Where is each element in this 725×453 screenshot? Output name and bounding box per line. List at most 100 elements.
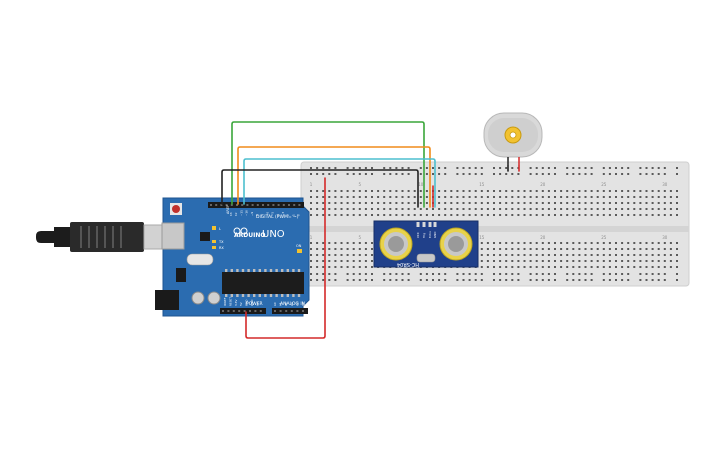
power-pin-label: GND [250, 300, 254, 306]
rx-label: RX [219, 246, 224, 250]
led-rx [212, 246, 216, 249]
breadboard[interactable]: 115510101515202025253030 [300, 161, 690, 287]
power-pin-label: Vin [255, 301, 259, 306]
sensor-crystal [416, 253, 436, 263]
power-header[interactable] [220, 308, 266, 314]
digital-pin-label: 13 [229, 212, 233, 216]
power-pin-label: 5V [239, 302, 243, 306]
small-chip-icon [200, 232, 210, 241]
led-on [297, 249, 302, 253]
analog-pin-label: A1 [279, 302, 283, 306]
power-pin-label: RESET [228, 297, 232, 306]
sensor-model: HC-SR04 [397, 261, 419, 267]
arduino-logo-icon-right [240, 227, 248, 235]
dc-motor[interactable] [483, 112, 543, 166]
sensor-pin[interactable] [422, 222, 426, 227]
column-number-bottom: 25 [601, 235, 607, 240]
analog-label: ANALOG IN [280, 301, 305, 307]
power-pin-label: IOREF [223, 297, 227, 306]
column-number-top: 10 [418, 182, 424, 187]
column-number-bottom: 30 [662, 235, 668, 240]
digital-pin-label: 8 [255, 214, 259, 216]
digital-pin-label: ~9 [250, 212, 254, 216]
digital-pin-label: ~6 [265, 212, 269, 216]
wire-black-gnd[interactable] [221, 169, 419, 208]
arduino-logo-icon [233, 227, 241, 235]
digital-pin-label: 1 [291, 214, 295, 216]
l-label: L [219, 227, 221, 231]
usb-plug-connector [143, 224, 165, 250]
digital-header[interactable] [208, 202, 304, 208]
wire-red-5v[interactable] [245, 177, 326, 339]
analog-pin-label: A5 [301, 302, 305, 306]
digital-pin-label: 7 [260, 214, 264, 216]
usb-cable-strain-relief [54, 227, 70, 247]
sensor-pin[interactable] [433, 222, 437, 227]
wire-cyan[interactable] [243, 158, 436, 208]
column-number-top: 20 [540, 182, 546, 187]
led-l [212, 226, 216, 230]
sensor-pin[interactable] [428, 222, 432, 227]
arduino-brand: ARDUINO [234, 232, 265, 239]
column-number-top: 25 [601, 182, 607, 187]
sensor-pin-label: Trig [422, 233, 426, 239]
digital-pin-label: ~10 [245, 210, 249, 216]
column-number-top: 1 [310, 182, 313, 187]
crystal-oscillator [186, 253, 214, 266]
column-number-top: 30 [662, 182, 668, 187]
column-number-bottom: 1 [310, 235, 313, 240]
breadboard-center-channel [301, 226, 689, 232]
atmega-chip-pins [225, 269, 301, 297]
reset-button[interactable] [172, 205, 180, 213]
digital-label: DIGITAL (PWM= ~) [256, 214, 299, 220]
analog-pin-label: A3 [290, 302, 294, 306]
dc-power-jack[interactable] [155, 290, 179, 310]
power-label: POWER [246, 301, 263, 307]
column-number-top: 15 [479, 182, 485, 187]
wire-green[interactable] [231, 121, 425, 208]
usb-port[interactable] [161, 222, 185, 250]
digital-pin-label: 4 [276, 214, 280, 216]
on-label: ON [296, 244, 302, 248]
analog-pin-label: A2 [284, 302, 288, 306]
sensor-transmitter-mesh [388, 236, 404, 252]
usb-cable[interactable] [36, 222, 165, 252]
arduino-model: UNO [262, 229, 285, 240]
led-tx [212, 240, 216, 243]
motor-shaft [509, 131, 517, 139]
arduino-uno-board[interactable]: ARDUINO UNO DIGITAL (PWM= ~) POWER ANALO… [155, 197, 310, 317]
column-number-bottom: 5 [359, 235, 362, 240]
digital-pin-label: ~3 [281, 212, 285, 216]
sensor-pin[interactable] [416, 222, 420, 227]
atmega-chip [222, 272, 304, 294]
sensor-pins[interactable] [416, 222, 437, 227]
sensor-pin-label: VCC [416, 232, 420, 238]
wires[interactable] [221, 121, 520, 339]
digital-pin-label: ~5 [271, 212, 275, 216]
digital-pin-label: ~11 [239, 210, 243, 216]
aref-label: AREF [226, 205, 230, 214]
sensor-receiver-mesh [448, 236, 464, 252]
voltage-regulator [176, 268, 186, 282]
column-number-bottom: 15 [479, 235, 485, 240]
power-pin-label: 3.3V [234, 300, 238, 306]
digital-pin-label: 0 [297, 214, 301, 216]
analog-header[interactable] [272, 308, 308, 314]
capacitor-2 [207, 291, 221, 305]
digital-pin-label: 2 [286, 214, 290, 216]
tx-label: TX [218, 240, 224, 244]
sensor-pin-label: GND [433, 232, 437, 238]
column-number-bottom: 20 [540, 235, 546, 240]
sensor-pin-label: Echo [428, 231, 432, 238]
digital-pin-label: 12 [234, 212, 238, 216]
power-pin-label: GND [245, 300, 249, 306]
wire-orange[interactable] [237, 146, 431, 208]
analog-pin-label: A4 [295, 302, 299, 306]
